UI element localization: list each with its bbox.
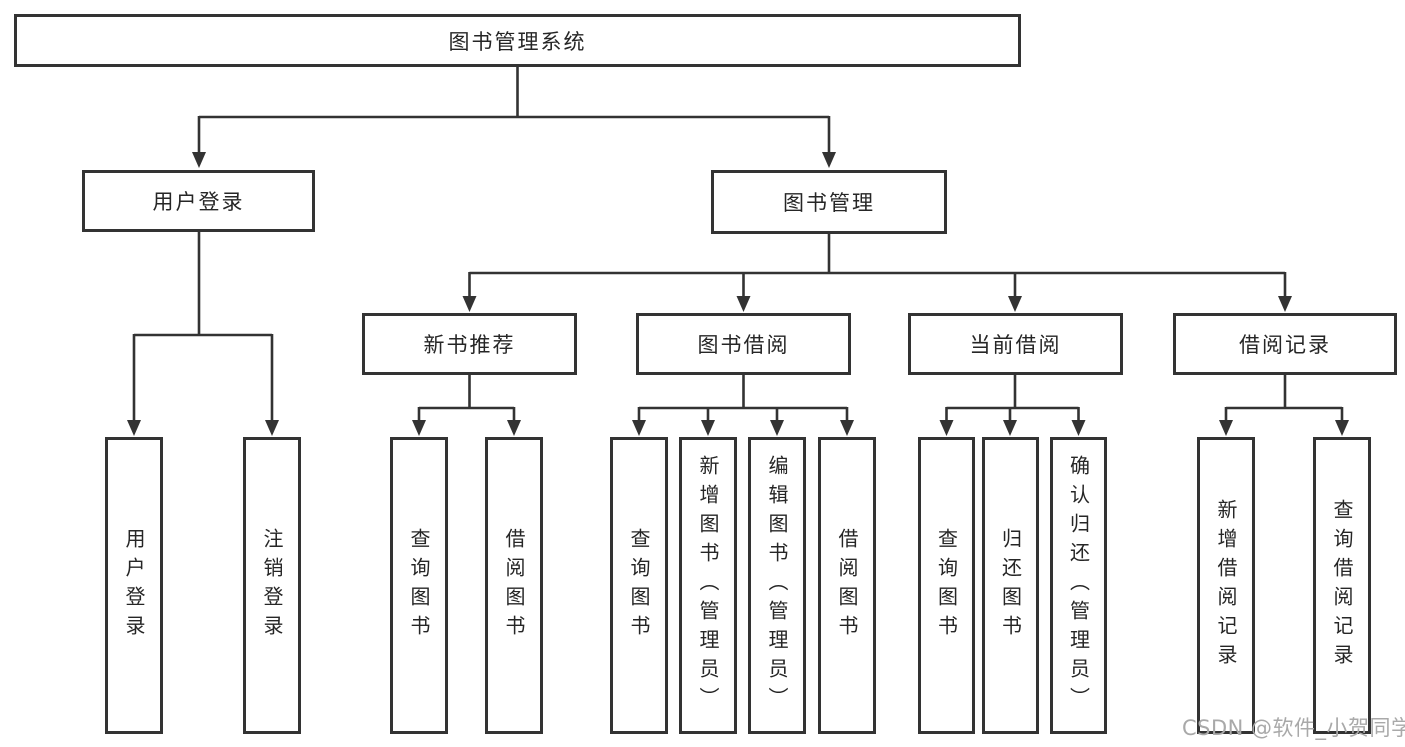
leaf-query-borrow-record: 查询借阅记录 — [1313, 437, 1371, 734]
leaf-add-borrow-record: 新增借阅记录 — [1197, 437, 1255, 734]
node-new-book-recommend: 新书推荐 — [362, 313, 577, 375]
csdn-watermark: CSDN @软件_小贺同学 — [1182, 716, 1405, 740]
leaf-add-book-admin: 新增图书（管理员） — [679, 437, 737, 734]
node-book-management: 图书管理 — [711, 170, 947, 234]
leaf-edit-book-admin: 编辑图书（管理员） — [748, 437, 806, 734]
node-root-system: 图书管理系统 — [14, 14, 1021, 67]
leaf-user-login: 用户登录 — [105, 437, 163, 734]
leaf-borrow-book: 借阅图书 — [818, 437, 876, 734]
node-user-login: 用户登录 — [82, 170, 315, 232]
leaf-confirm-return-admin: 确认归还（管理员） — [1050, 437, 1107, 734]
leaf-return-book: 归还图书 — [982, 437, 1039, 734]
leaf-current-query-book: 查询图书 — [918, 437, 975, 734]
leaf-borrow-query-book: 查询图书 — [610, 437, 668, 734]
leaf-recommend-borrow-book: 借阅图书 — [485, 437, 543, 734]
node-book-borrow: 图书借阅 — [636, 313, 851, 375]
leaf-recommend-query-book: 查询图书 — [390, 437, 448, 734]
node-borrow-records: 借阅记录 — [1173, 313, 1397, 375]
node-current-borrow: 当前借阅 — [908, 313, 1123, 375]
leaf-logout: 注销登录 — [243, 437, 301, 734]
